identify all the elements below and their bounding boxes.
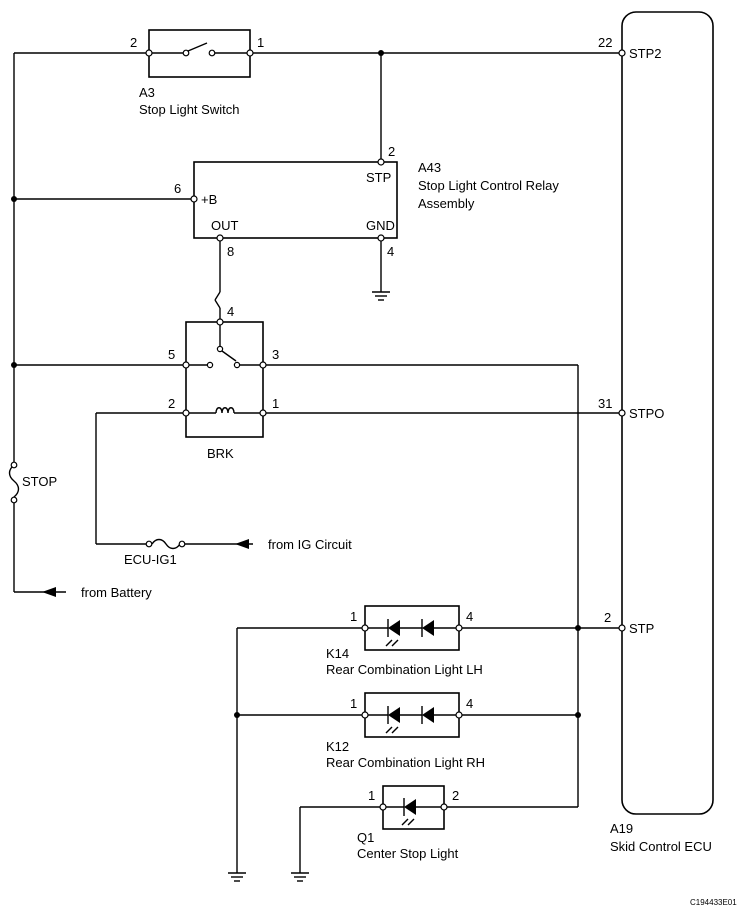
brk-relay-box	[185, 321, 264, 438]
lights-ground-icon	[228, 872, 246, 882]
k14-pin-1: 1	[350, 609, 357, 624]
stop-switch-contact-icon	[187, 42, 208, 52]
ig-arrow-icon	[235, 539, 249, 549]
k12-id: K12	[326, 739, 349, 754]
ecu-pin-22: 22	[598, 35, 612, 50]
ecu-label-stp2: STP2	[629, 46, 662, 61]
brk-relay-coil-icon	[189, 407, 260, 414]
relay-pin-4: 4	[387, 244, 394, 259]
ecu-id: A19	[610, 821, 633, 836]
ecu-name: Skid Control ECU	[610, 839, 712, 854]
brk-pin-4: 4	[227, 304, 234, 319]
relay-id: A43	[418, 160, 441, 175]
stop-switch-id: A3	[139, 85, 155, 100]
relay-ground-icon	[372, 291, 390, 301]
stop-switch-name: Stop Light Switch	[139, 102, 239, 117]
center-light-ground-icon	[291, 872, 309, 882]
relay-label-stp: STP	[366, 170, 391, 185]
k14-led-icon	[368, 619, 456, 647]
relay-label-out: OUT	[211, 218, 239, 233]
relay-pin-8: 8	[227, 244, 234, 259]
relay-name-line2: Assembly	[418, 196, 475, 211]
stop-fuse-icon	[8, 464, 20, 500]
ecu-ig1-fuse-icon	[151, 538, 181, 550]
k12-led-icon	[368, 706, 456, 734]
ecu-terminal-stp2	[618, 49, 626, 57]
stop-switch-pin-1: 1	[257, 35, 264, 50]
relay-label-gnd: GND	[366, 218, 395, 233]
ecu-pin-31: 31	[598, 396, 612, 411]
brk-relay-contact-icon	[189, 325, 260, 369]
ecu-terminal-stpo	[618, 409, 626, 417]
q1-led-icon	[386, 798, 441, 826]
ecu-label-stpo: STPO	[629, 406, 664, 421]
brk-pin-3: 3	[272, 347, 279, 362]
k14-id: K14	[326, 646, 349, 661]
q1-pin-2: 2	[452, 788, 459, 803]
stop-switch-pin-2: 2	[130, 35, 137, 50]
q1-name: Center Stop Light	[357, 846, 459, 861]
relay-label-b: +B	[201, 192, 217, 207]
relay-pin-6: 6	[174, 181, 181, 196]
brk-pin-1: 1	[272, 396, 279, 411]
k14-pin-4: 4	[466, 609, 473, 624]
ecu-ig1-label: ECU-IG1	[124, 552, 177, 567]
q1-pin-1: 1	[368, 788, 375, 803]
brk-pin-5: 5	[168, 347, 175, 362]
brk-label: BRK	[207, 446, 234, 461]
stop-light-control-relay-box	[193, 161, 398, 239]
k12-pin-4: 4	[466, 696, 473, 711]
from-battery-label: from Battery	[81, 585, 152, 600]
figure-code: C194433E01	[690, 898, 737, 907]
from-ig-circuit-label: from IG Circuit	[268, 537, 352, 552]
ecu-terminal-stp	[618, 624, 626, 632]
battery-arrow-icon	[42, 587, 56, 597]
k12-pin-1: 1	[350, 696, 357, 711]
k14-name: Rear Combination Light LH	[326, 662, 483, 677]
q1-id: Q1	[357, 830, 374, 845]
ecu-pin-2: 2	[604, 610, 611, 625]
ecu-label-stp: STP	[629, 621, 654, 636]
stop-fuse-label: STOP	[22, 474, 57, 489]
brk-pin-2: 2	[168, 396, 175, 411]
relay-pin-2: 2	[388, 144, 395, 159]
k12-name: Rear Combination Light RH	[326, 755, 485, 770]
relay-name-line1: Stop Light Control Relay	[418, 178, 559, 193]
